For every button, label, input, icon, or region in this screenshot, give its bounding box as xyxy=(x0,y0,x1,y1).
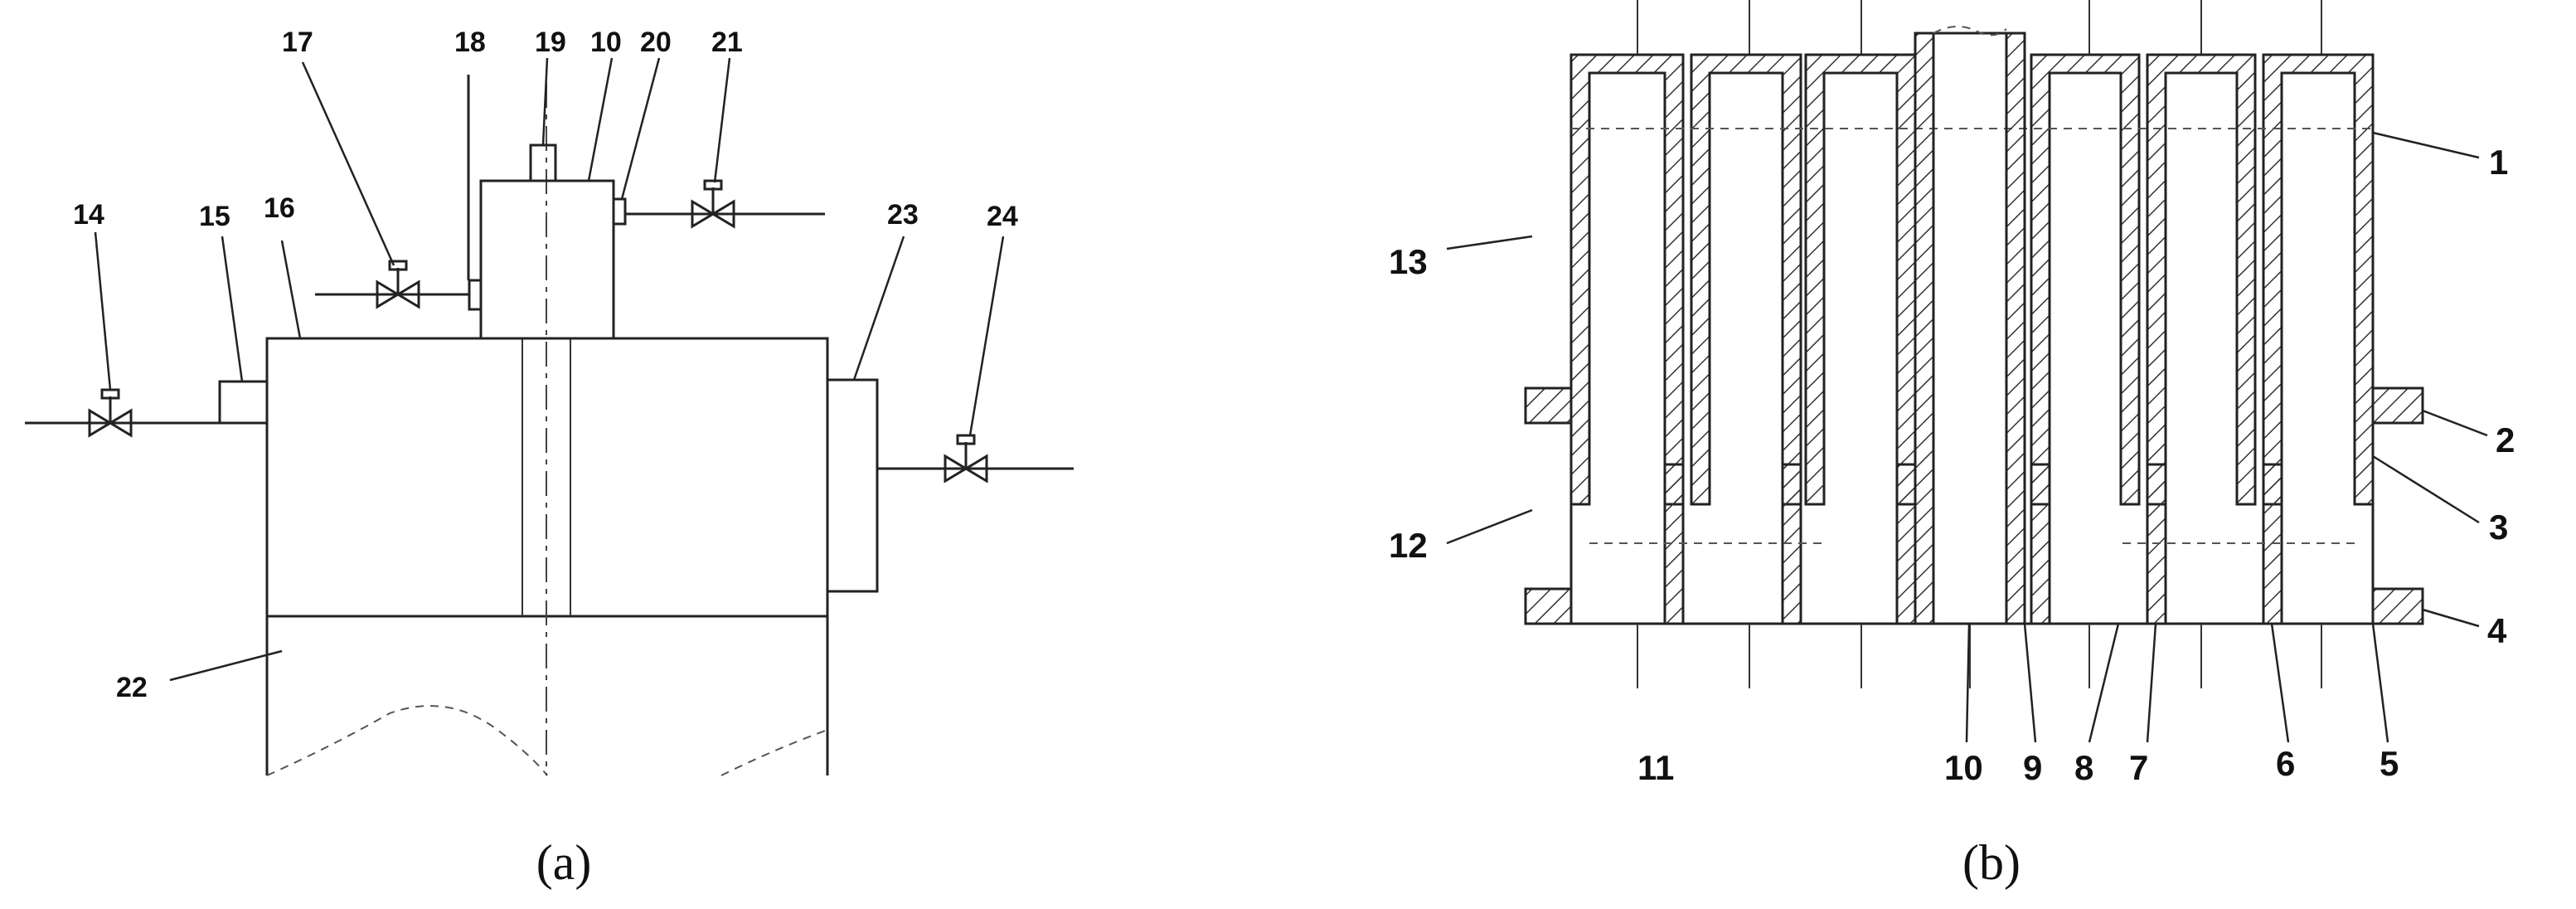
tube-right-2 xyxy=(2146,53,2257,506)
label-5: 5 xyxy=(2380,744,2399,783)
leader-2 xyxy=(2422,409,2488,437)
label-16: 16 xyxy=(264,192,295,224)
panel-b-diagram: 1 2 3 4 5 6 7 8 9 10 11 12 13 (b) xyxy=(1389,0,2515,890)
leader-13 xyxy=(1446,235,1533,250)
label-23: 23 xyxy=(887,199,919,231)
label-19: 19 xyxy=(535,27,566,58)
label-1: 1 xyxy=(2489,143,2508,182)
leader-9 xyxy=(2023,623,2037,743)
leader-23 xyxy=(852,236,905,381)
leader-7 xyxy=(2146,623,2157,743)
flange-upper-left xyxy=(1524,386,1573,425)
valve-14-icon xyxy=(88,388,133,438)
caption-a: (a) xyxy=(536,835,592,890)
leader-5 xyxy=(2371,623,2389,743)
leader-15 xyxy=(221,236,244,382)
label-15: 15 xyxy=(199,201,230,232)
leader-6 xyxy=(2270,623,2290,743)
partition-4 xyxy=(2030,463,2051,625)
tube-left-2 xyxy=(1690,53,1802,506)
leader-17 xyxy=(301,61,395,266)
lower-break-line xyxy=(266,705,548,776)
partition-3 xyxy=(1895,463,1917,625)
leader-16 xyxy=(280,240,302,339)
tube-left-3 xyxy=(1804,53,1917,506)
lower-break-line-right xyxy=(720,729,828,776)
tube-left-1 xyxy=(1569,53,1685,506)
left-port-18 xyxy=(468,279,483,311)
center-wall-right xyxy=(2005,32,2026,625)
leader-14 xyxy=(94,231,112,391)
label-14: 14 xyxy=(73,199,104,231)
top-port xyxy=(529,143,557,182)
label-10b: 10 xyxy=(1944,748,1983,787)
flange-lower-left xyxy=(1524,587,1573,625)
label-4: 4 xyxy=(2487,611,2507,650)
label-6: 6 xyxy=(2276,744,2295,783)
label-18: 18 xyxy=(454,27,486,58)
panel-a-diagram: 14 15 16 17 18 19 10 20 21 23 24 22 (a) xyxy=(25,27,1074,890)
label-8: 8 xyxy=(2074,748,2093,787)
inlet-box-15 xyxy=(218,380,269,425)
center-wall-left xyxy=(1914,32,1935,625)
tube-right-1 xyxy=(2030,53,2141,506)
flange-lower-right xyxy=(2371,587,2424,625)
label-24: 24 xyxy=(987,201,1018,232)
label-2: 2 xyxy=(2496,420,2515,459)
label-12: 12 xyxy=(1389,526,1428,565)
caption-b: (b) xyxy=(1962,835,2021,890)
outlet-box-23 xyxy=(826,378,879,593)
label-3: 3 xyxy=(2489,508,2508,547)
leader-1 xyxy=(2372,131,2480,159)
right-port-20 xyxy=(612,197,627,226)
leader-19 xyxy=(541,57,549,146)
leader-21 xyxy=(713,57,731,183)
tube-right-3 xyxy=(2262,53,2375,506)
label-20: 20 xyxy=(640,27,672,58)
label-21: 21 xyxy=(711,27,743,58)
leader-12 xyxy=(1446,508,1533,545)
valve-17-icon xyxy=(376,260,420,309)
leader-4 xyxy=(2422,608,2480,628)
central-break-line xyxy=(1933,26,2007,36)
label-10a: 10 xyxy=(590,27,622,58)
valve-24-icon xyxy=(944,434,988,484)
label-11: 11 xyxy=(1637,748,1674,787)
label-13: 13 xyxy=(1389,242,1428,281)
leader-20 xyxy=(620,57,661,200)
leader-10a xyxy=(587,57,614,182)
valve-21-icon xyxy=(691,179,735,229)
label-22: 22 xyxy=(116,672,148,703)
label-9: 9 xyxy=(2023,748,2042,787)
leader-8 xyxy=(2088,623,2120,743)
leader-10b xyxy=(1965,623,1971,743)
label-17: 17 xyxy=(282,27,313,58)
central-tube-10 xyxy=(1932,32,2008,625)
label-7: 7 xyxy=(2129,748,2148,787)
flange-upper-right xyxy=(2371,386,2424,425)
leader-24 xyxy=(968,236,1005,436)
leader-3 xyxy=(2372,454,2480,524)
leader-22 xyxy=(169,649,283,682)
